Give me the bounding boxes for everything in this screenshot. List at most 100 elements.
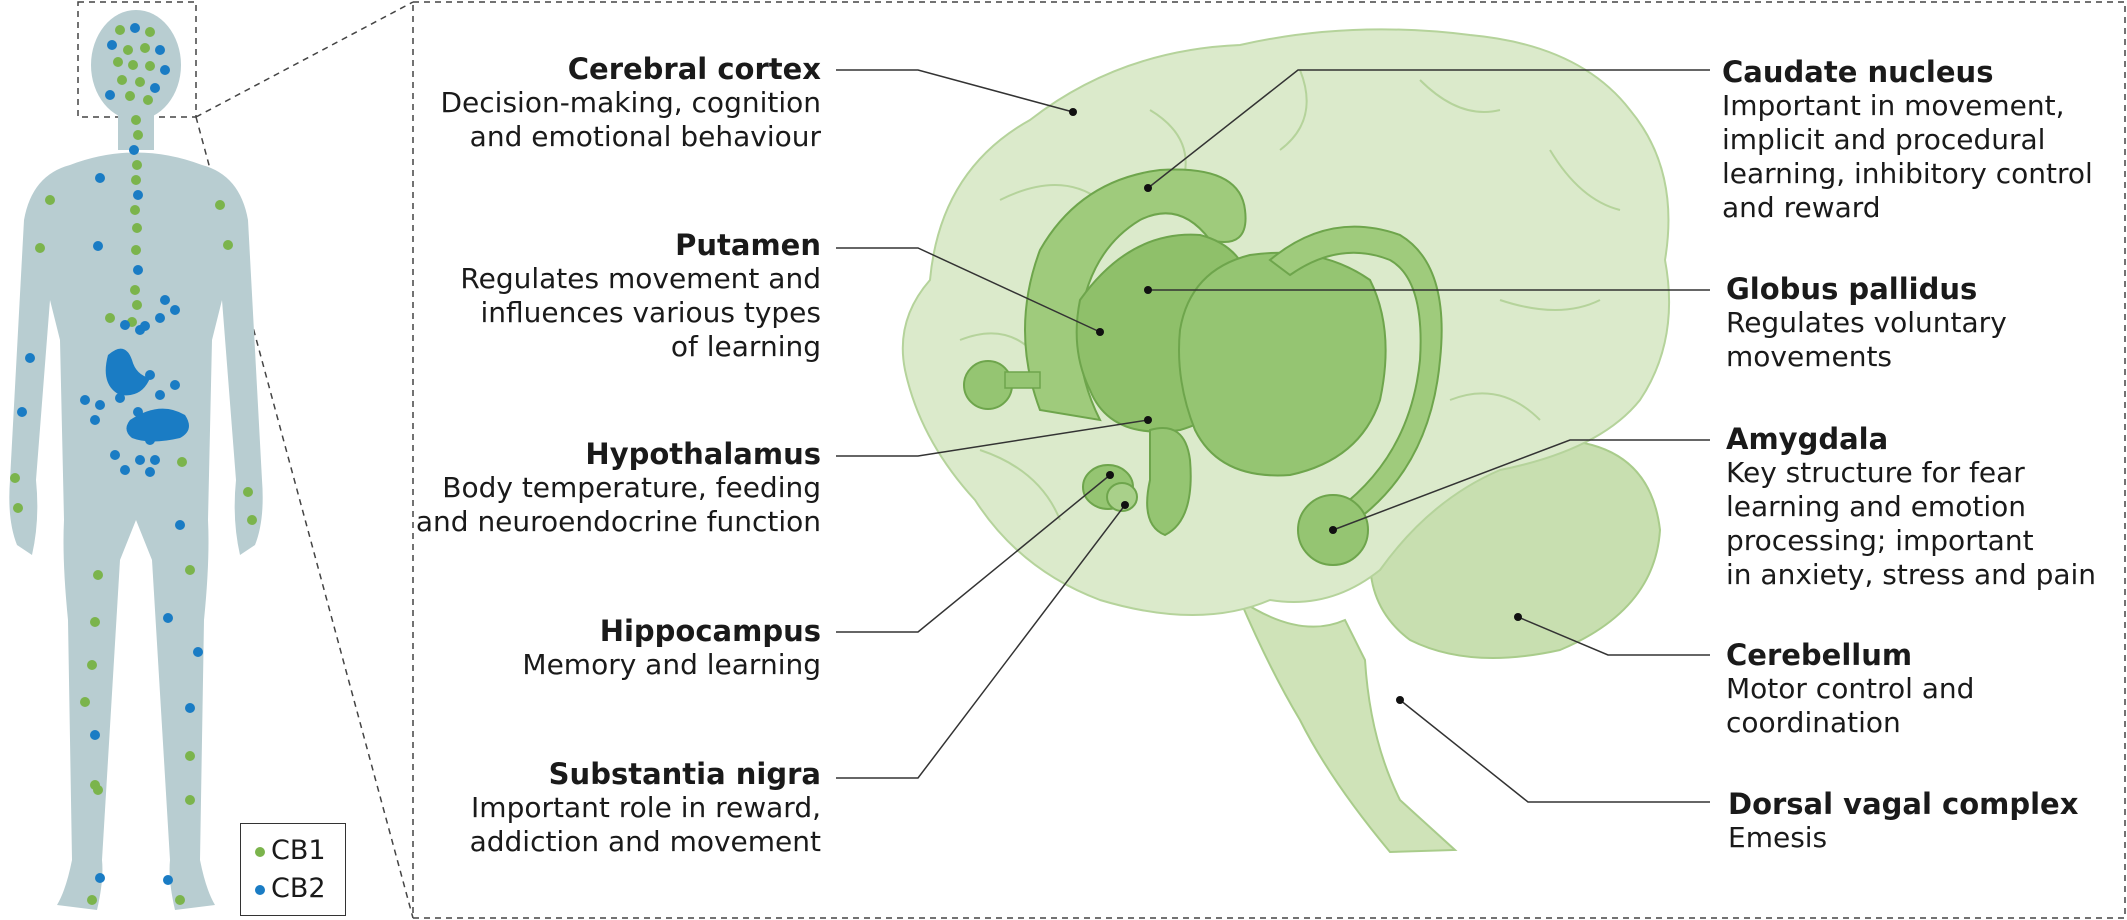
cb2-receptor-dot xyxy=(110,450,120,460)
cb2-receptor-dot xyxy=(133,265,143,275)
cb2-receptor-dot xyxy=(163,875,173,885)
label-desc: and reward xyxy=(1722,191,1881,224)
cb2-receptor-dot xyxy=(120,465,130,475)
cb1-receptor-dot xyxy=(185,795,195,805)
legend-item-cb2: CB2 xyxy=(255,874,326,904)
label-putamen: Putamen Regulates movement and influence… xyxy=(460,228,821,364)
label-desc: learning and emotion xyxy=(1726,490,2026,523)
cb2-receptor-dot xyxy=(150,455,160,465)
legend-label: CB1 xyxy=(271,835,326,866)
label-desc: and emotional behaviour xyxy=(469,120,821,153)
cb1-receptor-dot xyxy=(128,60,138,70)
cb1-receptor-dot xyxy=(143,95,153,105)
label-desc: Regulates movement and xyxy=(460,262,821,295)
cb2-receptor-dot xyxy=(105,90,115,100)
cb2-receptor-dot xyxy=(80,395,90,405)
cb1-receptor-dot xyxy=(87,660,97,670)
zoom-line-top xyxy=(195,1,414,118)
cb1-receptor-dot xyxy=(215,200,225,210)
cb2-receptor-dot xyxy=(25,353,35,363)
label-title: Putamen xyxy=(675,228,821,262)
cb1-receptor-dot xyxy=(90,617,100,627)
cb1-receptor-dot xyxy=(45,195,55,205)
brain-panel-frame xyxy=(412,1,2126,919)
label-desc: Regulates voluntary xyxy=(1726,306,2007,339)
label-desc: movements xyxy=(1726,340,1893,373)
cb1-receptor-dot xyxy=(243,487,253,497)
label-desc: Memory and learning xyxy=(522,648,821,681)
label-title: Cerebellum xyxy=(1726,638,1913,672)
label-cerebral-cortex: Cerebral cortex Decision-making, cogniti… xyxy=(440,52,821,154)
cb2-receptor-dot xyxy=(193,647,203,657)
cb1-receptor-dot xyxy=(131,175,141,185)
label-title: Amygdala xyxy=(1726,422,1889,456)
cb1-receptor-dot xyxy=(132,223,142,233)
receptor-dots xyxy=(10,23,257,905)
cb1-receptor-dot xyxy=(125,91,135,101)
cb2-receptor-dot xyxy=(115,393,125,403)
cb2-receptor-dot xyxy=(155,390,165,400)
cb1-receptor-dot xyxy=(93,785,103,795)
label-desc: Important in movement, xyxy=(1722,89,2065,122)
cb1-receptor-dot xyxy=(223,240,233,250)
cb1-receptor-dot xyxy=(132,300,142,310)
cb1-receptor-dot xyxy=(115,25,125,35)
cb2-receptor-dot xyxy=(95,873,105,883)
label-desc: influences various types xyxy=(480,296,821,329)
cb2-receptor-dot xyxy=(145,467,155,477)
label-title: Substantia nigra xyxy=(548,757,821,791)
brain-illustration xyxy=(901,28,1671,854)
cb2-receptor-dot xyxy=(130,23,140,33)
label-desc: addiction and movement xyxy=(469,825,821,858)
cb2-receptor-dot xyxy=(175,520,185,530)
cb2-receptor-dot xyxy=(150,83,160,93)
cb1-receptor-dot xyxy=(140,43,150,53)
cb1-receptor-dot xyxy=(113,57,123,67)
cb1-receptor-dot xyxy=(132,160,142,170)
cb2-receptor-dot xyxy=(129,145,139,155)
label-title: Caudate nucleus xyxy=(1722,55,1994,89)
cb1-receptor-dot xyxy=(185,751,195,761)
cb1-receptor-dot xyxy=(175,895,185,905)
label-amygdala: Amygdala Key structure for fear learning… xyxy=(1726,422,2096,592)
legend-item-cb1: CB1 xyxy=(255,836,326,866)
label-desc: coordination xyxy=(1726,706,1901,739)
label-desc: Emesis xyxy=(1728,821,1828,854)
cb1-receptor-dot xyxy=(123,45,133,55)
leader-dots xyxy=(1069,108,1522,704)
label-desc: implicit and procedural xyxy=(1722,123,2046,156)
globus-pallidus-shape xyxy=(1178,251,1387,477)
cb2-receptor-dot xyxy=(90,415,100,425)
cb1-receptor-dot xyxy=(35,243,45,253)
cb1-receptor-dot xyxy=(105,313,115,323)
cb1-receptor-dot xyxy=(87,895,97,905)
label-globus-pallidus: Globus pallidus Regulates voluntary move… xyxy=(1726,272,2007,374)
label-desc: Important role in reward, xyxy=(471,791,821,824)
label-desc: Body temperature, feeding xyxy=(442,471,821,504)
legend-label: CB2 xyxy=(271,873,326,904)
leader-lines xyxy=(836,69,1710,803)
cb2-receptor-dot xyxy=(185,703,195,713)
label-title: Dorsal vagal complex xyxy=(1728,787,2079,821)
cb2-receptor-dot xyxy=(133,190,143,200)
intestine-organ xyxy=(126,408,189,442)
cb2-receptor-dot xyxy=(17,407,27,417)
cb2-receptor-dot xyxy=(135,455,145,465)
label-hypothalamus: Hypothalamus Body temperature, feeding a… xyxy=(416,437,821,539)
label-substantia-nigra: Substantia nigra Important role in rewar… xyxy=(470,757,821,859)
cb1-receptor-dot xyxy=(177,457,187,467)
hypothalamus-shape xyxy=(1146,427,1192,537)
label-desc: learning, inhibitory control xyxy=(1722,157,2093,190)
label-title: Globus pallidus xyxy=(1726,272,1978,306)
cb2-receptor-dot xyxy=(170,380,180,390)
cb2-receptor-dot xyxy=(90,730,100,740)
label-desc: Decision-making, cognition xyxy=(440,86,821,119)
cb2-receptor-dot xyxy=(95,173,105,183)
cb2-receptor-dot xyxy=(140,321,150,331)
cb2-receptor-dot xyxy=(155,45,165,55)
cb1-receptor-dot xyxy=(130,285,140,295)
cb2-receptor-dot xyxy=(160,65,170,75)
cb2-receptor-dot xyxy=(170,305,180,315)
cb2-receptor-dot xyxy=(155,313,165,323)
